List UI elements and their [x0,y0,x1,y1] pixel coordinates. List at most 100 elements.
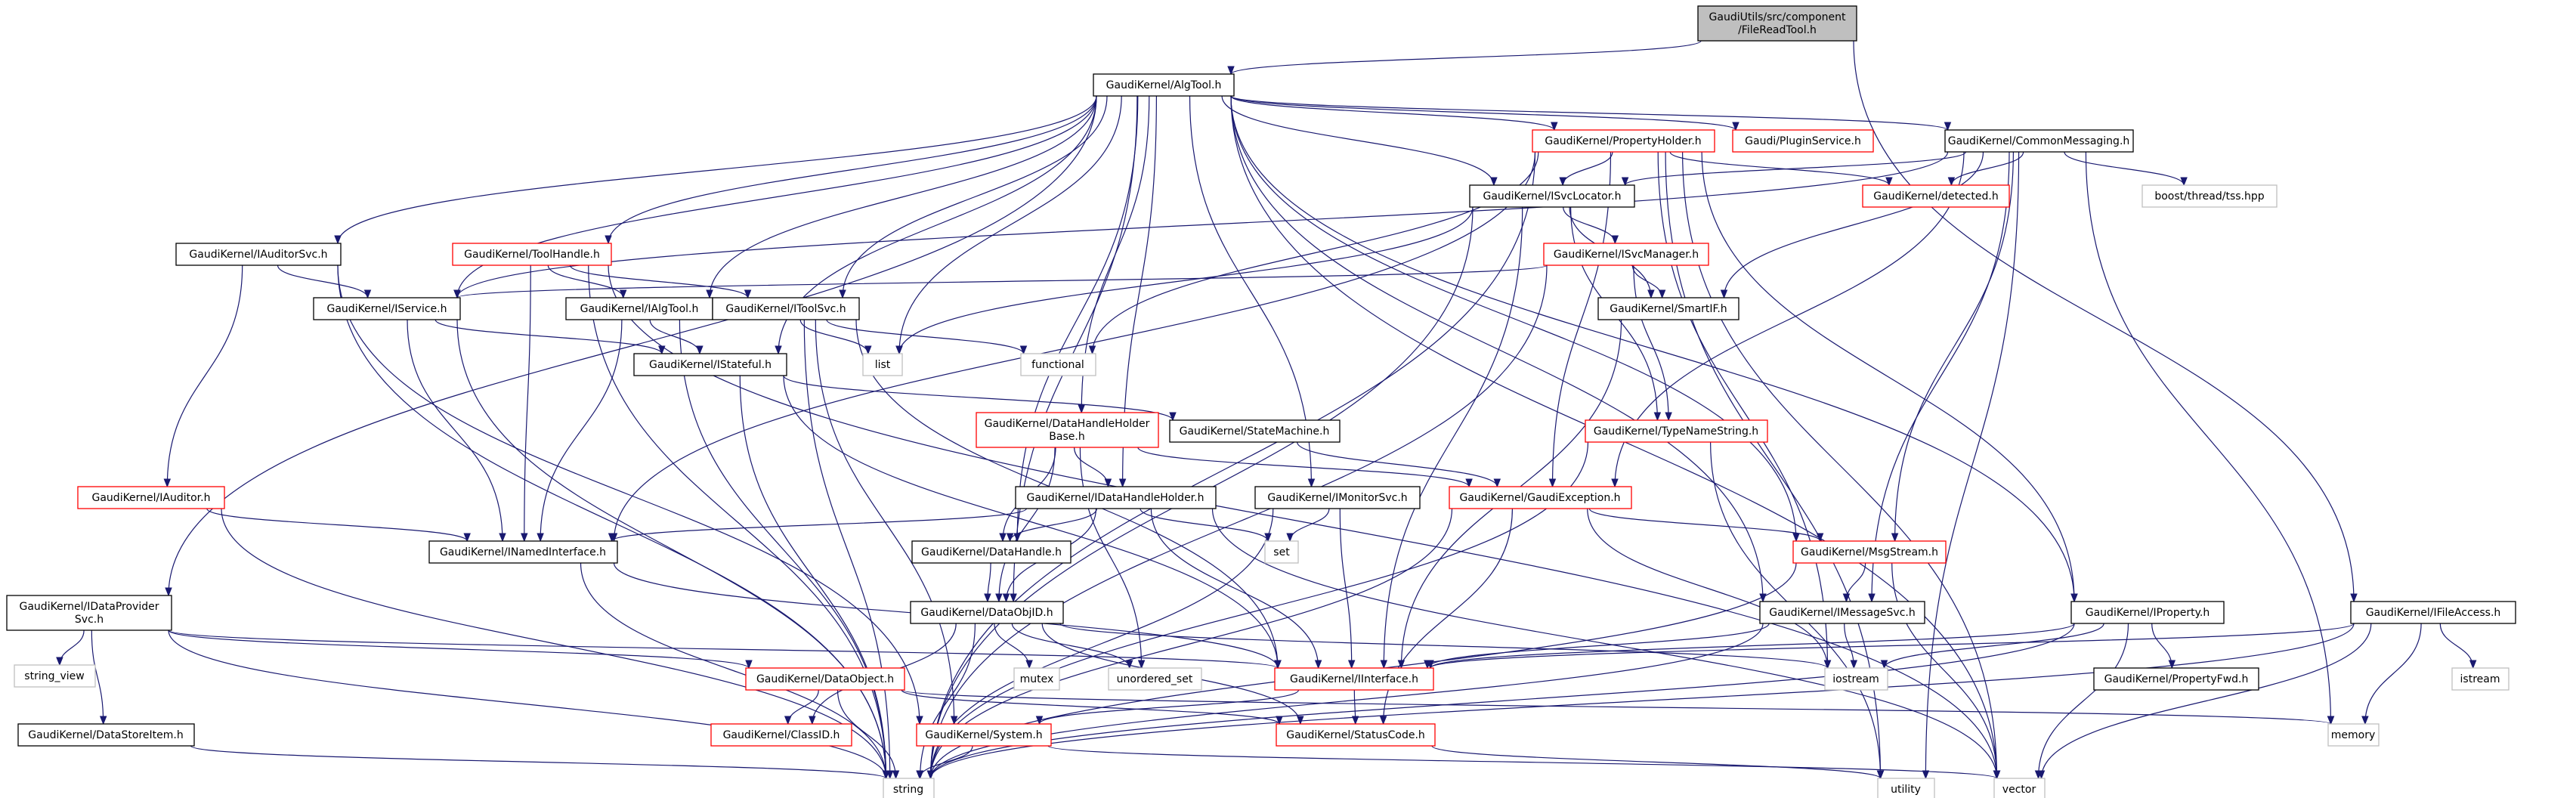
node-root[interactable]: GaudiUtils/src/component/FileReadTool.h [1697,5,1857,42]
node-detected[interactable]: GaudiKernel/detected.h [1862,184,2010,208]
node-istateful[interactable]: GaudiKernel/IStateful.h [633,353,787,376]
node-box [745,667,905,691]
node-ipluginservice[interactable]: Gaudi/PluginService.h [1732,129,1874,153]
node-typenamestring[interactable]: GaudiKernel/TypeNameString.h [1585,419,1768,443]
edge-iauditorsvc-to-iauditor [163,264,243,488]
node-vector[interactable]: vector [1993,778,2046,798]
node-gaudiexception[interactable]: GaudiKernel/GaudiException.h [1449,486,1632,509]
node-smartif[interactable]: GaudiKernel/SmartIF.h [1597,297,1739,320]
node-ifileaccess[interactable]: GaudiKernel/IFileAccess.h [2350,601,2516,624]
node-classid[interactable]: GaudiKernel/ClassID.h [710,723,852,747]
node-label: GaudiKernel/IToolSvc.h [725,303,846,315]
node-box [1792,540,1947,564]
edge-ifileaccess-to-iinterface [1427,623,2355,670]
node-iinterface[interactable]: GaudiKernel/IInterface.h [1274,667,1434,691]
edge-arrowhead [1025,660,1033,670]
edge-arrowhead [1559,177,1566,187]
node-statemachine[interactable]: GaudiKernel/StateMachine.h [1169,419,1341,443]
node-commonmessaging[interactable]: GaudiKernel/CommonMessaging.h [1944,129,2134,153]
edge-line [1701,151,2075,602]
edge-propertyholder-to-gaudiexception [1548,151,1612,488]
edge-line [1011,623,1130,669]
edge-arrowhead [1732,122,1739,131]
node-box [2070,601,2225,624]
node-ialgtool[interactable]: GaudiKernel/IAlgTool.h [565,297,713,320]
node-functional[interactable]: functional [1020,353,1096,376]
node-iproperty[interactable]: GaudiKernel/IProperty.h [2070,601,2225,624]
node-box [1449,486,1632,509]
edge-istateful-to-statemachine [783,375,1177,422]
node-propertyfwd[interactable]: GaudiKernel/PropertyFwd.h [2093,667,2259,691]
node-datahandle[interactable]: GaudiKernel/DataHandle.h [911,540,1072,564]
edge-line [1657,151,1829,669]
edge-arrowhead [463,533,471,543]
node-imessagesvc[interactable]: GaudiKernel/IMessageSvc.h [1759,601,1925,624]
node-box [1993,778,2046,798]
edge-iauditorsvc-to-iservice [277,264,372,299]
edge-line [920,623,976,779]
node-boostthread[interactable]: boost/thread/tss.hpp [2142,184,2278,208]
node-mutex[interactable]: mutex [1013,667,1060,691]
edge-arrowhead [1307,478,1316,488]
node-istream[interactable]: istream [2451,667,2510,691]
edge-line [1562,151,1613,186]
node-label: GaudiKernel/IStateful.h [649,359,772,371]
node-inamedinterface[interactable]: GaudiKernel/INamedInterface.h [428,540,618,564]
edge-arrowhead [1947,177,1956,187]
node-imonitorsvc[interactable]: GaudiKernel/IMonitorSvc.h [1254,486,1421,509]
edge-line [898,95,1122,354]
edge-line [898,206,1474,354]
edge-line [1137,447,1470,487]
edge-arrowhead [864,345,872,355]
edge-arrowhead [1227,66,1235,76]
node-isvclocator[interactable]: GaudiKernel/ISvcLocator.h [1469,184,1635,208]
node-dataobject[interactable]: GaudiKernel/DataObject.h [745,667,905,691]
node-idatahandleholder[interactable]: GaudiKernel/IDataHandleHolder.h [1015,486,1217,509]
edge-arrowhead [1125,660,1133,670]
edge-datahandle-to-dataobjid [984,562,991,603]
node-label: Base.h [1049,431,1084,443]
node-label: boost/thread/tss.hpp [2154,190,2264,203]
edge-propertyholder-to-iproperty [1701,151,2078,603]
node-set[interactable]: set [1264,540,1299,564]
edge-line [842,95,1108,298]
node-propertyholder[interactable]: GaudiKernel/PropertyHolder.h [1532,129,1715,153]
node-system[interactable]: GaudiKernel/System.h [916,723,1052,747]
node-list[interactable]: list [862,353,903,376]
node-iauditor[interactable]: GaudiKernel/IAuditor.h [77,486,225,509]
edge-arrowhead [1944,122,1952,131]
node-label: unordered_set [1117,673,1193,685]
node-iostream[interactable]: iostream [1824,667,1888,691]
node-statuscode[interactable]: GaudiKernel/StatusCode.h [1276,723,1436,747]
node-unordered-set[interactable]: unordered_set [1108,667,1202,691]
node-box [2350,601,2516,624]
edge-arrowhead [1019,345,1028,355]
node-toolhandle[interactable]: GaudiKernel/ToolHandle.h [452,243,612,266]
node-box [1013,667,1060,691]
node-datastoreitem[interactable]: GaudiKernel/DataStoreItem.h [17,723,195,747]
node-algtool[interactable]: GaudiKernel/AlgTool.h [1093,73,1235,97]
edge-line [998,447,1056,602]
edge-line [59,629,85,666]
edge-arrowhead [1850,660,1858,670]
node-itoolsvc[interactable]: GaudiKernel/IToolSvc.h [712,297,860,320]
node-iauditorsvc[interactable]: GaudiKernel/IAuditorSvc.h [175,243,342,266]
node-string[interactable]: string [883,778,935,798]
edge-arrowhead [706,289,713,299]
edge-toolhandle-to-inamedinterface [521,264,531,543]
edge-line [709,95,1097,298]
node-isvcmanager[interactable]: GaudiKernel/ISvcManager.h [1543,243,1709,266]
node-msgstream[interactable]: GaudiKernel/MsgStream.h [1792,540,1947,564]
edge-arrowhead [658,345,666,355]
node-iservice[interactable]: GaudiKernel/IService.h [313,297,461,320]
node-string-view[interactable]: string_view [14,664,96,688]
node-label: utility [1891,784,1921,796]
node-memory[interactable]: memory [2327,723,2380,747]
edge-arrowhead [1137,660,1146,670]
node-dataobjid[interactable]: GaudiKernel/DataObjID.h [910,601,1064,624]
edge-imessagesvc-to-iostream [1844,623,1858,670]
node-utility[interactable]: utility [1877,778,1935,798]
edge-line [608,95,1097,244]
